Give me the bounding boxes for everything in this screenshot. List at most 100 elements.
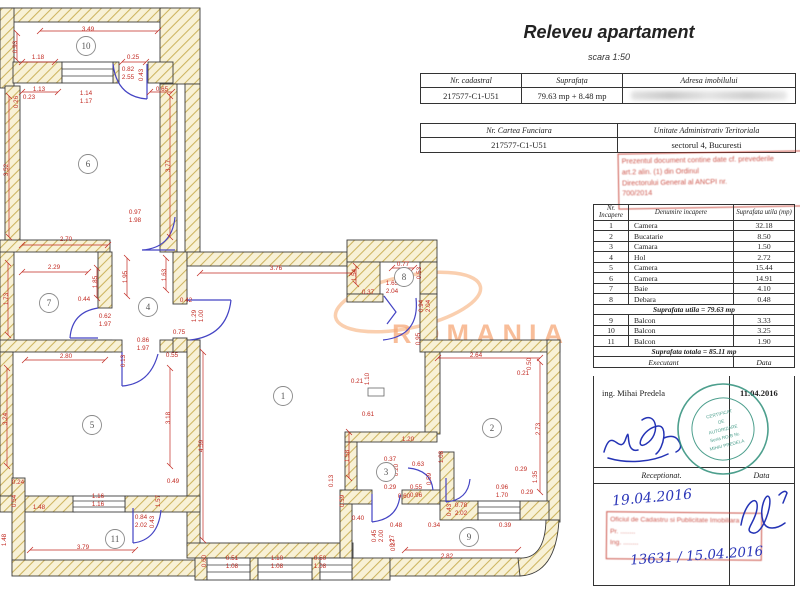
uat-value: sectorul 4, Bucuresti xyxy=(617,137,796,153)
window xyxy=(477,500,521,521)
room-number-cell: 8 xyxy=(593,293,629,305)
data-label: Data xyxy=(753,471,770,480)
window xyxy=(206,557,251,581)
room-name-cell: Balcon xyxy=(628,324,734,337)
svg-text:4: 4 xyxy=(146,302,151,312)
dimension-label: 0.40 xyxy=(352,515,365,522)
room-number-badge: 7 xyxy=(39,293,59,313)
land-registry-table: Nr. Cartea Funciara Unitate Administrati… xyxy=(420,123,796,153)
data-label: Data xyxy=(733,356,795,368)
dimension-label: 2.64 xyxy=(470,352,483,359)
column-divider xyxy=(729,376,730,585)
svg-text:2: 2 xyxy=(490,423,495,433)
dimension-label: 0.60 xyxy=(398,493,411,500)
subtotal-row: Suprafata utila = 79.63 mp xyxy=(593,303,795,316)
dimension-label: 0.45 xyxy=(371,529,378,542)
room-name-cell: Balcon xyxy=(628,314,734,326)
col-header: Adresa imobilului xyxy=(622,73,796,88)
dimension-label: 0.43 xyxy=(138,68,145,81)
dimension-label: 0.37 xyxy=(362,289,375,296)
dimension-label: 0.93 xyxy=(12,40,19,53)
svg-text:AUTORIZARE: AUTORIZARE xyxy=(708,423,738,435)
dimension-label: 2.02 xyxy=(135,522,148,529)
dimension-label: 0.94 xyxy=(418,299,425,312)
dimension-label: 0.50 xyxy=(526,357,533,370)
room-number-badge: 5 xyxy=(82,415,102,435)
dimension-label: 0.48 xyxy=(390,522,403,529)
room-area-cell: 0.48 xyxy=(733,293,795,305)
dimension-label: 0.20 xyxy=(393,463,400,476)
cadastral-number: 217577-C1-U51 xyxy=(420,87,522,104)
dimension-label: 0.43 xyxy=(446,503,453,516)
dimension-label: 0.55 xyxy=(166,352,179,359)
doors-layer xyxy=(69,63,471,544)
dimension-label: 0.29 xyxy=(521,489,534,496)
dimension-label: 4.59 xyxy=(198,439,205,452)
room-number-cell: 11 xyxy=(593,335,629,347)
dimension-label: 1.85 xyxy=(92,275,99,288)
dimension-label: 1.13 xyxy=(33,86,46,93)
dimension-label: 0.77 xyxy=(397,261,410,268)
dimension-label: 1.10 xyxy=(271,555,284,562)
dimension-label: 0.59 xyxy=(426,472,433,485)
window xyxy=(61,61,114,84)
receiver-signature xyxy=(740,490,788,534)
receptionat-label: Receptionat. xyxy=(641,471,682,480)
dimension-label: 1.35 xyxy=(532,470,539,483)
dimension-label: 0.78 xyxy=(455,502,468,509)
dimension-label: 1.16 xyxy=(92,493,105,500)
dimension-label: 0.37 xyxy=(384,456,397,463)
ancpi-stamp: Prezentul document contine date cf. prev… xyxy=(617,150,800,210)
dimension-label: 0.27 xyxy=(390,538,397,551)
room-name-cell: Camera xyxy=(628,272,734,284)
dimension-label: 0.39 xyxy=(499,522,512,529)
dimension-label: 1.17 xyxy=(80,98,93,105)
room-area-cell: 8.50 xyxy=(733,230,795,242)
executant-signature xyxy=(603,417,682,463)
dimension-label: 2.29 xyxy=(48,264,61,271)
dimension-label: 3.18 xyxy=(165,411,172,424)
dimension-label: 0.84 xyxy=(135,514,148,521)
dimension-label: 0.23 xyxy=(23,94,36,101)
dimension-label: 0.60 xyxy=(201,554,208,567)
dimension-label: 0.75 xyxy=(173,329,186,336)
svg-text:5: 5 xyxy=(90,420,95,430)
col-header: Suprafața xyxy=(521,73,623,88)
room-number-cell: 5 xyxy=(593,261,629,274)
room-number-cell: 2 xyxy=(593,230,629,242)
dimension-label: 1.48 xyxy=(33,504,46,511)
dimension-label: 0.82 xyxy=(122,66,135,73)
room-area-cell: 14.91 xyxy=(733,272,795,284)
dimension-label: 3.76 xyxy=(270,265,283,272)
dimension-label: 0.96 xyxy=(410,492,423,499)
stamp-line: 700/2014 xyxy=(622,188,653,198)
dimension-label: 1.65 xyxy=(386,280,399,287)
executant-name: ing. Mihai Predela xyxy=(602,388,666,398)
address-redacted xyxy=(631,91,787,100)
svg-text:6: 6 xyxy=(86,159,91,169)
dimension-label: 1.57 xyxy=(155,494,162,507)
room-name-cell: Debara xyxy=(628,293,734,305)
dimension-label: 1.08 xyxy=(438,450,445,463)
executant-label: Executant xyxy=(593,356,734,368)
room-number-cell: 6 xyxy=(593,272,629,284)
round-stamp: CERTIFICAT DE AUTORIZARE Seria RO-B Nr. … xyxy=(677,383,769,475)
dimension-label: 0.61 xyxy=(362,411,375,418)
windows-layer xyxy=(61,61,521,581)
svg-text:9: 9 xyxy=(467,532,472,542)
room-number-badge: 6 xyxy=(78,154,98,174)
dimension-label: 0.54 xyxy=(11,494,18,507)
dimension-label: 0.49 xyxy=(167,478,180,485)
dimension-label: 1.97 xyxy=(137,345,150,352)
dimension-label: 0.63 xyxy=(412,461,425,468)
room-number-cell: 4 xyxy=(593,251,629,263)
